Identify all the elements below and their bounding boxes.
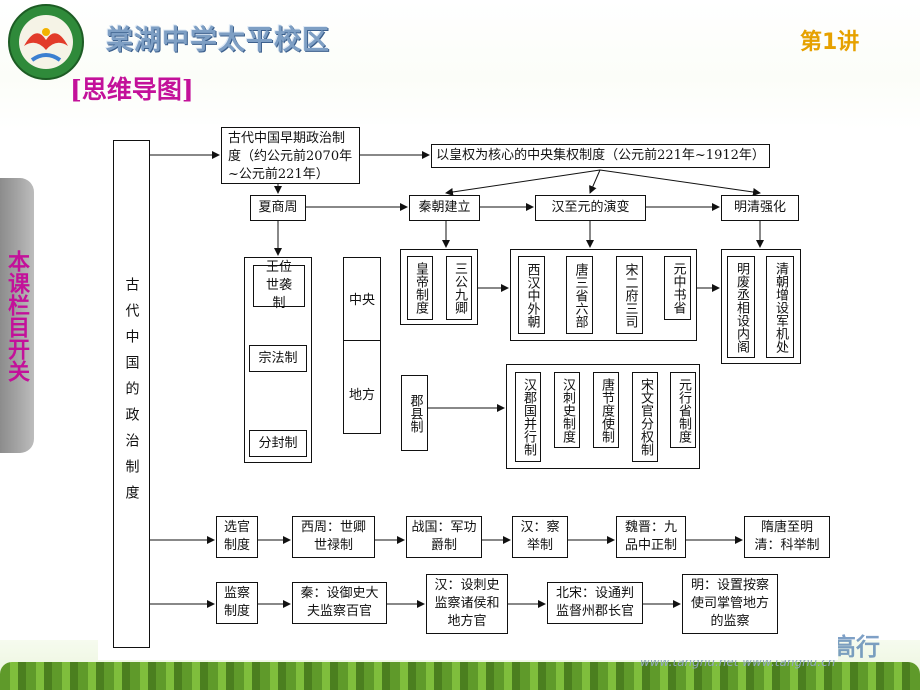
selection-item-2: 汉：察举制	[512, 516, 568, 558]
column-toggle-label: 本课栏目开关	[4, 249, 30, 382]
central-label: 中央	[348, 292, 375, 308]
selection-item-0: 西周：世卿世禄制	[292, 516, 375, 558]
qin-central-ministers: 三公九卿	[446, 256, 472, 320]
grass-decoration	[0, 662, 920, 690]
footer-brand: 高行	[832, 632, 880, 661]
han-yuan-central-item-2: 宋二府三司	[616, 256, 643, 334]
selection-item-3: 魏晋：九品中正制	[616, 516, 686, 558]
root-box: 古代中国的政治制度	[113, 140, 150, 648]
qin-central-emperor: 皇帝制度	[407, 256, 433, 320]
supervision-item-1: 汉：设刺史监察诸侯和地方官	[426, 574, 508, 634]
xsz-item-enfeoffment: 分封制	[249, 430, 307, 457]
selection-item-1: 战国：军功爵制	[406, 516, 482, 558]
han-yuan-central-item-0: 西汉中外朝	[518, 256, 545, 334]
stage-ming-qing: 明清强化	[721, 195, 799, 221]
ming-qing-item-qing: 清朝增设军机处	[766, 256, 794, 358]
mindmap-title: [思维导图]	[70, 75, 194, 104]
header-background	[0, 0, 920, 130]
column-toggle-tab[interactable]: 本课栏目开关	[0, 178, 34, 453]
xsz-item-patriarchal: 宗法制	[249, 345, 307, 372]
han-yuan-local-item-2: 唐节度使制	[593, 372, 619, 448]
central-local-divider	[343, 340, 381, 341]
stage-qin: 秦朝建立	[409, 195, 480, 221]
qin-local-prefecture: 郡县制	[401, 375, 428, 451]
han-yuan-local-item-3: 宋文官分权制	[632, 372, 658, 462]
school-logo	[2, 2, 94, 82]
early-system-box: 古代中国早期政治制度（约公元前2070年~公元前221年）	[221, 127, 360, 184]
supervision-item-2: 北宋：设通判监督州郡长官	[547, 582, 643, 624]
stage-han-yuan: 汉至元的演变	[535, 195, 646, 221]
selection-label: 选官制度	[216, 516, 258, 558]
central-local-frame	[343, 257, 381, 434]
lecture-number: 第1讲	[800, 30, 860, 55]
local-label: 地方	[348, 387, 375, 403]
han-yuan-local-item-0: 汉郡国并行制	[515, 372, 541, 462]
xsz-item-succession: 王位世袭制	[253, 260, 305, 311]
supervision-item-0: 秦：设御史大夫监察百官	[292, 582, 387, 624]
supervision-label: 监察制度	[216, 582, 258, 624]
stage-xsz: 夏商周	[250, 195, 306, 221]
supervision-item-3: 明：设置按察使司掌管地方的监察	[682, 574, 778, 634]
han-yuan-central-item-1: 唐三省六部	[566, 256, 593, 334]
han-yuan-local-item-4: 元行省制度	[670, 372, 696, 448]
school-name: 棠湖中学太平校区	[106, 25, 330, 56]
han-yuan-central-item-3: 元中书省	[664, 256, 691, 320]
han-yuan-local-item-1: 汉刺史制度	[554, 372, 580, 448]
selection-item-4: 隋唐至明清：科举制	[744, 516, 830, 558]
central-system-box: 以皇权为核心的中央集权制度（公元前221年~1912年）	[431, 144, 770, 168]
ming-qing-item-ming: 明废丞相设内阁	[727, 256, 755, 358]
